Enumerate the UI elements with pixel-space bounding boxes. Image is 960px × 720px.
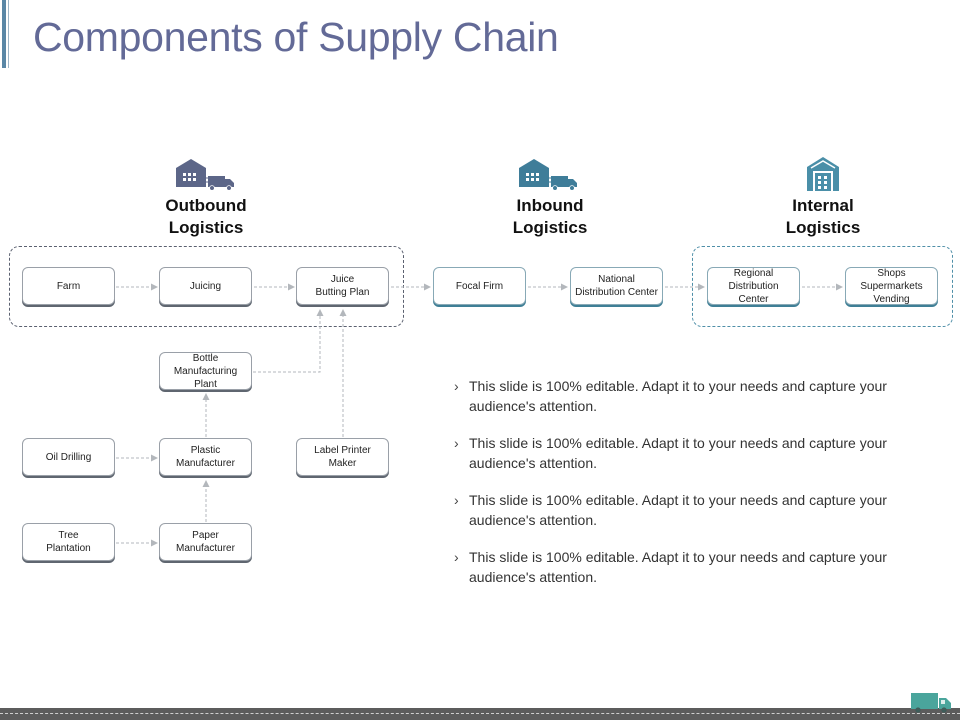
inbound-logistics-heading: Inbound Logistics	[475, 195, 625, 239]
bullet-text: This slide is 100% editable. Adapt it to…	[469, 435, 887, 471]
chevron-right-icon: ›	[454, 549, 459, 565]
inbound-heading-line1: Inbound	[516, 196, 584, 215]
node-label: Shops	[877, 267, 906, 279]
node-label: Manufacturer	[176, 543, 235, 554]
internal-heading-line2: Logistics	[785, 218, 861, 237]
internal-heading-line1: Internal	[792, 196, 854, 215]
node-label: Butting Plan	[315, 287, 370, 298]
footer-road-line	[0, 713, 960, 714]
node-paper-manufacturer: Paper Manufacturer	[159, 523, 252, 561]
node-label: Supermarkets	[860, 280, 923, 292]
node-label: Regional	[733, 267, 774, 279]
chevron-right-icon: ›	[454, 435, 459, 451]
node-tree-plantation: Tree Plantation	[22, 523, 115, 561]
node-plastic-manufacturer: Plastic Manufacturer	[159, 438, 252, 476]
node-label: Label Printer	[314, 445, 371, 456]
internal-warehouse-icon	[807, 157, 839, 191]
node-juicing: Juicing	[159, 267, 252, 305]
node-label: Oil Drilling	[45, 451, 92, 463]
node-label: Maker	[328, 458, 357, 469]
node-regional-distribution-center: Regional Distribution Center	[707, 267, 800, 305]
bullet-list: › This slide is 100% editable. Adapt it …	[452, 376, 922, 604]
outbound-heading-line2: Logistics	[168, 218, 244, 237]
node-label: Tree	[58, 530, 79, 541]
node-oil-drilling: Oil Drilling	[22, 438, 115, 476]
node-label: Focal Firm	[455, 280, 504, 292]
node-label: National	[598, 274, 635, 285]
internal-logistics-heading: Internal Logistics	[748, 195, 898, 239]
node-label-printer-maker: Label Printer Maker	[296, 438, 389, 476]
bullet-text: This slide is 100% editable. Adapt it to…	[469, 549, 887, 585]
outbound-logistics-heading: Outbound Logistics	[131, 195, 281, 239]
node-label: Plant	[194, 378, 217, 390]
title-accent-line	[8, 0, 9, 68]
node-label: Center	[738, 293, 769, 305]
bullet-item: › This slide is 100% editable. Adapt it …	[452, 376, 922, 416]
node-focal-firm: Focal Firm	[433, 267, 526, 305]
title-accent-bar	[2, 0, 6, 68]
footer-bar	[0, 708, 960, 720]
node-label: Bottle	[192, 352, 219, 364]
node-label: Paper	[192, 530, 219, 541]
inbound-heading-line2: Logistics	[512, 218, 588, 237]
node-shops-supermarkets-vending: Shops Supermarkets Vending	[845, 267, 938, 305]
chevron-right-icon: ›	[454, 492, 459, 508]
chevron-right-icon: ›	[454, 378, 459, 394]
node-label: Manufacturing	[173, 365, 238, 377]
page-title: Components of Supply Chain	[33, 14, 559, 60]
node-bottle-manufacturing-plant: Bottle Manufacturing Plant	[159, 352, 252, 390]
node-national-distribution-center: National Distribution Center	[570, 267, 663, 305]
bullet-text: This slide is 100% editable. Adapt it to…	[469, 492, 887, 528]
arrow-bottle-to-juice-plan	[253, 309, 324, 373]
node-label: Juice	[330, 274, 355, 285]
bullet-text: This slide is 100% editable. Adapt it to…	[469, 378, 887, 414]
bullet-item: › This slide is 100% editable. Adapt it …	[452, 490, 922, 530]
node-label: Distribution	[728, 280, 779, 292]
node-label: Vending	[873, 293, 910, 305]
node-juice-butting-plan: Juice Butting Plan	[296, 267, 389, 305]
node-label: Distribution Center	[575, 287, 658, 298]
footer-truck-icon	[911, 693, 951, 713]
inbound-warehouse-truck-icon	[519, 159, 577, 191]
node-label: Plantation	[46, 543, 91, 554]
outbound-warehouse-truck-icon	[176, 159, 234, 191]
node-label: Plastic	[190, 445, 221, 456]
bullet-item: › This slide is 100% editable. Adapt it …	[452, 433, 922, 473]
outbound-heading-line1: Outbound	[165, 196, 247, 215]
node-label: Juicing	[189, 280, 222, 292]
node-farm: Farm	[22, 267, 115, 305]
node-label: Manufacturer	[176, 458, 235, 469]
node-label: Farm	[56, 280, 81, 292]
bullet-item: › This slide is 100% editable. Adapt it …	[452, 547, 922, 587]
